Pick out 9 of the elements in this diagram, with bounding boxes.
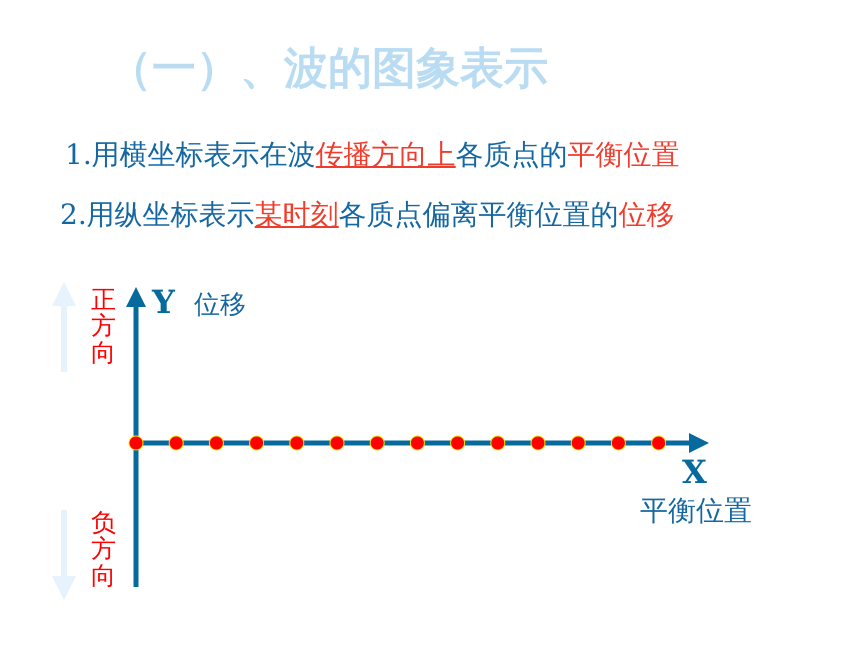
direction-label: 正方向 [91,287,117,366]
statement-text: 2.用纵坐标表示某时刻各质点偏离平衡位置的位移 [60,199,675,232]
axis-label: Y [152,284,175,321]
axis-label: X [682,454,707,491]
axis-label: 平衡位置 [640,495,752,528]
statement-text: 1.用横坐标表示在波传播方向上各质点的平衡位置 [65,139,680,172]
slide-title: （一）、波的图象表示 [108,44,548,95]
axis-label: 位移 [194,291,246,321]
direction-label: 负方向 [91,510,117,589]
